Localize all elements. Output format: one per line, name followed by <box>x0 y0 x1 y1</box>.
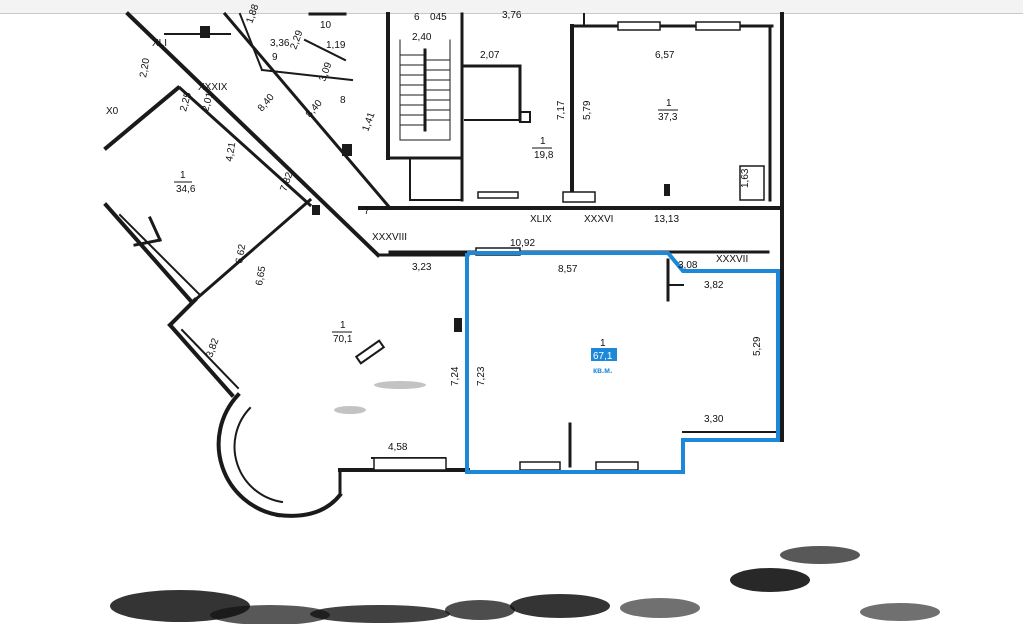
dimension: 3,82 <box>204 337 221 359</box>
room-area: 70,1 <box>333 334 353 345</box>
dimension: 10,92 <box>510 238 535 249</box>
top-labels: 6 045 3,76 10 1,88 3,36 2,29 1,19 9 3,09… <box>244 3 751 188</box>
label: 5,79 <box>582 100 593 120</box>
roman-labels: XLI XXXIX XLIX XXXVI XXXVIII XXXVII X0 <box>106 38 748 265</box>
label: 10 <box>320 20 332 31</box>
dimension: 2,20 <box>138 57 152 79</box>
room-number: 1 <box>340 320 346 331</box>
label: 2,07 <box>480 50 500 61</box>
label: 6 <box>414 12 420 23</box>
roman-label: XLIX <box>530 214 552 225</box>
roman-label: X0 <box>106 106 119 117</box>
dimension: 4,21 <box>224 141 238 163</box>
windows <box>373 21 765 471</box>
dimension: 3,82 <box>704 280 724 291</box>
room-area: 37,3 <box>658 112 678 123</box>
label: 045 <box>430 12 447 23</box>
label: 3,76 <box>502 10 522 21</box>
label: 2,29 <box>288 29 305 51</box>
label: 1,41 <box>360 111 377 133</box>
dimension-labels: 2,20 2,25 2,01 4,21 7,82 7 13,13 10,92 3… <box>138 57 763 453</box>
dimension: 13,13 <box>654 214 679 225</box>
dimension: 3,08 <box>678 260 698 271</box>
dimension: 3,30 <box>704 414 724 425</box>
room-labels: 1 34,6 1 70,1 1 19,8 1 37,3 8 <box>174 95 678 345</box>
room-number: 1 <box>666 98 672 109</box>
room-number: 1 <box>540 136 546 147</box>
roman-label: XXXIX <box>198 82 228 93</box>
dimension: 3,23 <box>412 262 432 273</box>
columns <box>200 26 670 365</box>
dimension: 4,58 <box>388 442 408 453</box>
label: 2,40 <box>412 32 432 43</box>
room-number: 1 <box>180 170 186 181</box>
label: 1,88 <box>244 3 261 25</box>
dimension: 7,23 <box>476 366 487 386</box>
label: 1,63 <box>740 168 751 188</box>
highlighted-room-number: 1 <box>600 338 606 349</box>
label: 9 <box>272 52 278 63</box>
label: 1,19 <box>326 40 346 51</box>
roman-label: XXXVI <box>584 214 613 225</box>
label: 3,36 <box>270 38 290 49</box>
dimension: 6,62 <box>234 243 248 265</box>
roman-label: XXXVIII <box>372 232 407 243</box>
room-number: 8 <box>340 95 346 106</box>
dimension: 5,29 <box>752 336 763 356</box>
label: 8,40 <box>256 92 277 114</box>
highlighted-room-unit: кв.м. <box>593 366 612 375</box>
room-area: 19,8 <box>534 150 554 161</box>
dimension: 2,01 <box>200 91 216 113</box>
label: 7,17 <box>556 100 567 120</box>
highlighted-room-outline[interactable] <box>465 251 780 474</box>
label: 8,40 <box>304 98 325 120</box>
roman-label: XLI <box>152 38 167 49</box>
stair-treads <box>400 54 450 126</box>
dimension: 6,65 <box>254 265 268 287</box>
dimension: 7 <box>364 206 370 217</box>
label: 3,09 <box>317 61 334 83</box>
dimension: 2,25 <box>178 91 194 113</box>
dimension: 7,24 <box>450 366 461 386</box>
room-area: 34,6 <box>176 184 196 195</box>
highlighted-room-area: 67,1 <box>593 351 613 362</box>
dimension: 8,57 <box>558 264 578 275</box>
walls <box>103 11 784 518</box>
highlighted-room-label: 1 67,1 кв.м. <box>591 338 617 375</box>
roman-label: XXXVII <box>716 254 748 265</box>
viewer-toolbar-strip <box>0 0 1023 14</box>
label: 6,57 <box>655 50 675 61</box>
scan-smudges <box>110 381 940 624</box>
